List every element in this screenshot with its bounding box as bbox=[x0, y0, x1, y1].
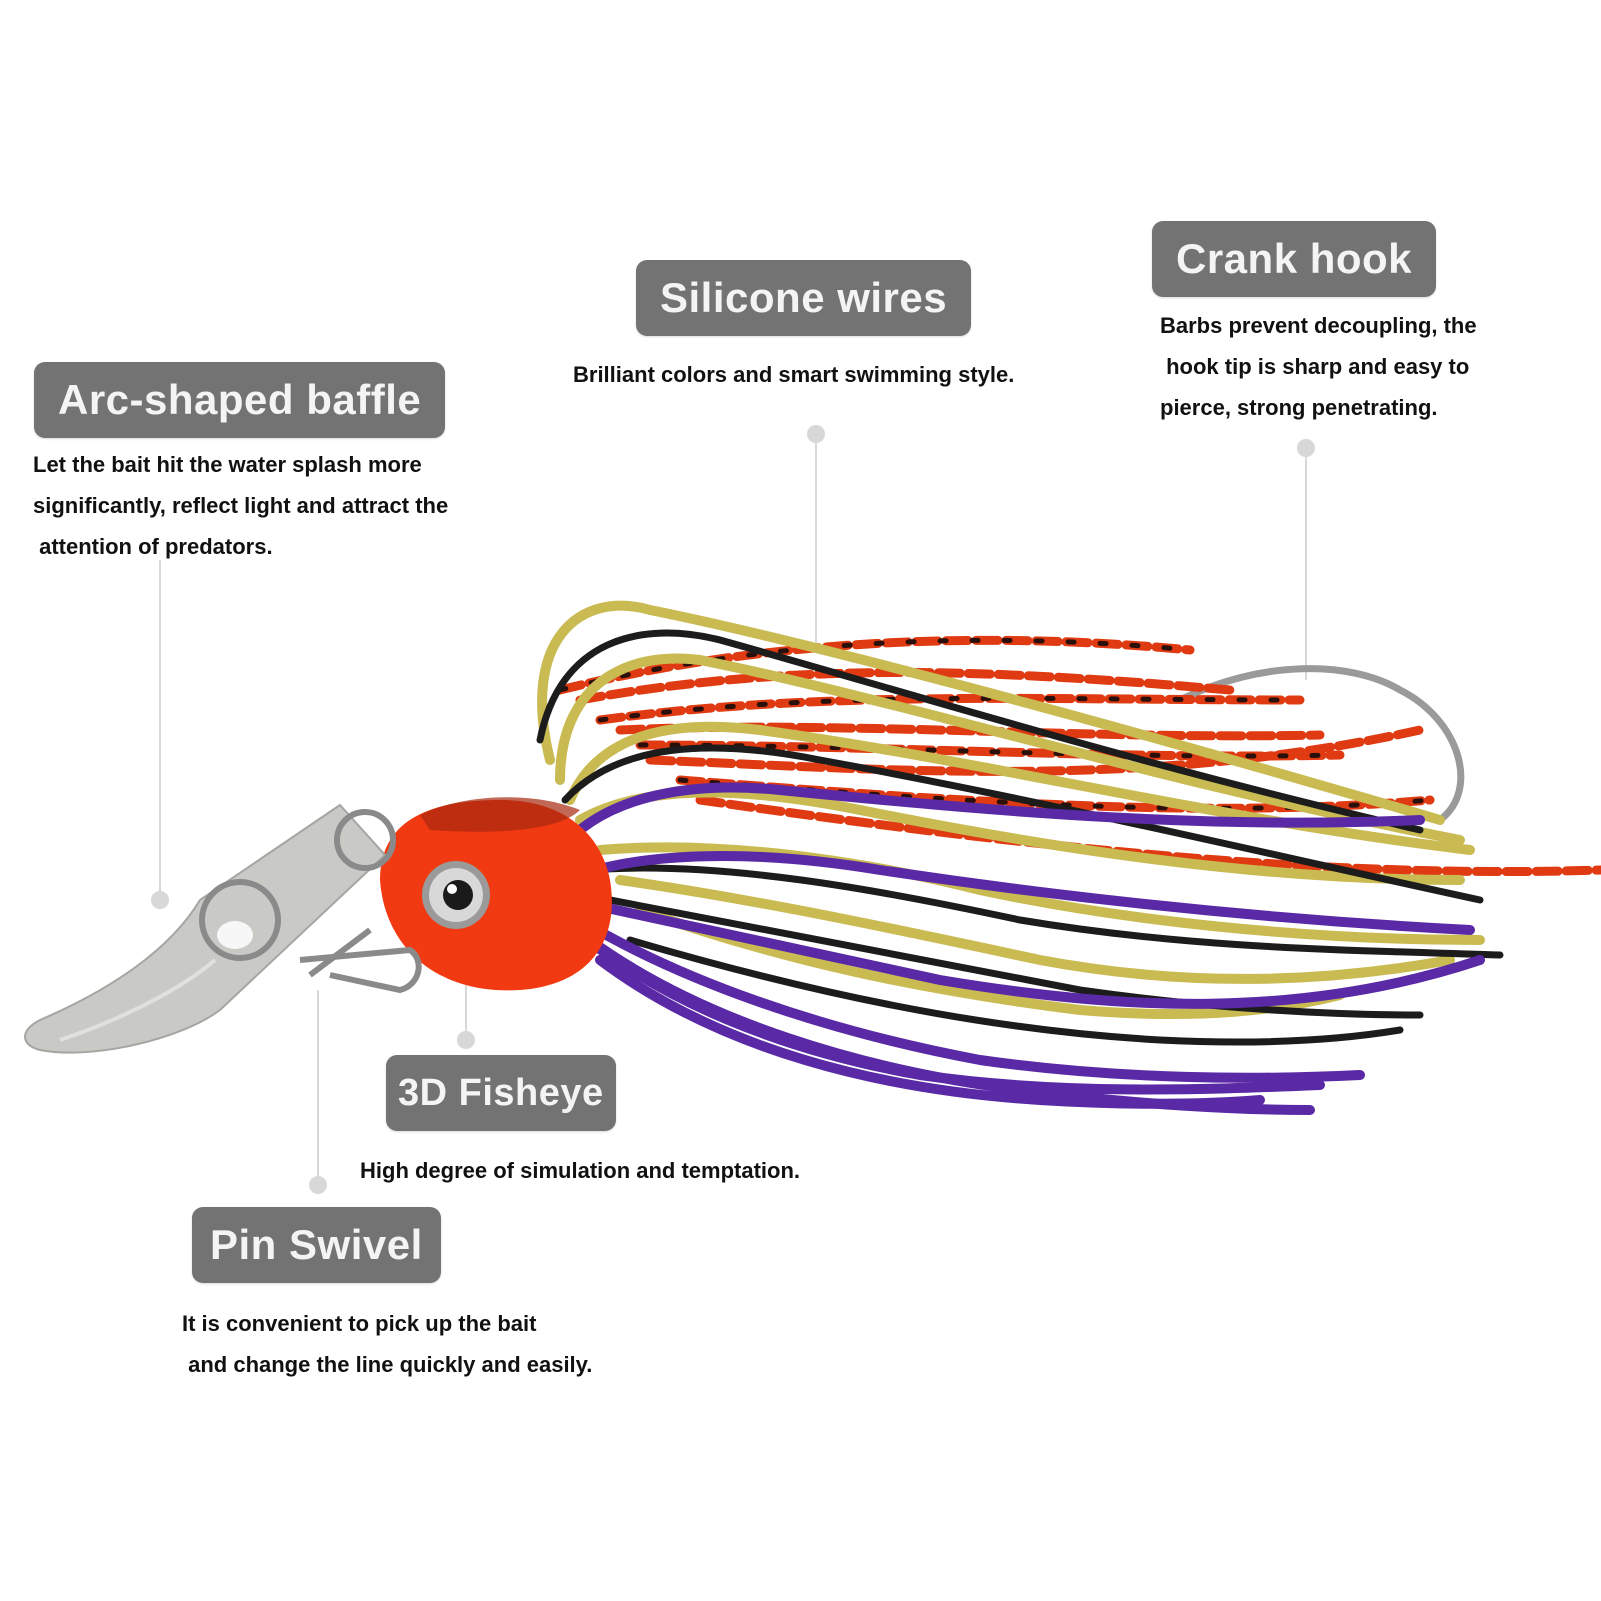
crank-hook-shape bbox=[1176, 665, 1465, 824]
leader-dot-baffle bbox=[151, 891, 169, 909]
leader-dot-swivel bbox=[309, 1176, 327, 1194]
jig-head bbox=[380, 797, 612, 991]
pin-swivel-title: Pin Swivel bbox=[192, 1207, 441, 1283]
leader-dot-fisheye bbox=[457, 1031, 475, 1049]
silicone-wires-title: Silicone wires bbox=[636, 260, 972, 336]
leader-dot-silicone bbox=[807, 425, 825, 443]
3d-fisheye-title: 3D Fisheye bbox=[386, 1055, 616, 1131]
arc-shaped-baffle-desc: Let the bait hit the water splash more s… bbox=[33, 452, 449, 559]
crank-hook-desc: Barbs prevent decoupling, the hook tip i… bbox=[1160, 313, 1477, 420]
crank-hook-title: Crank hook bbox=[1152, 221, 1437, 297]
3d-fisheye-desc: High degree of simulation and temptation… bbox=[360, 1158, 801, 1183]
leader-dot-hook bbox=[1297, 439, 1315, 457]
skirt-black-strands bbox=[536, 629, 1504, 1046]
skirt-purple-strands bbox=[555, 782, 1485, 1115]
pin-swivel-and-rings bbox=[199, 809, 422, 994]
pin-swivel-desc: It is convenient to pick up the bait and… bbox=[182, 1311, 593, 1377]
silicone-wires-desc: Brilliant colors and smart swimming styl… bbox=[573, 362, 1015, 387]
arc-shaped-baffle-title: Arc-shaped baffle bbox=[34, 362, 446, 438]
3d-fisheye-eye bbox=[422, 861, 490, 929]
